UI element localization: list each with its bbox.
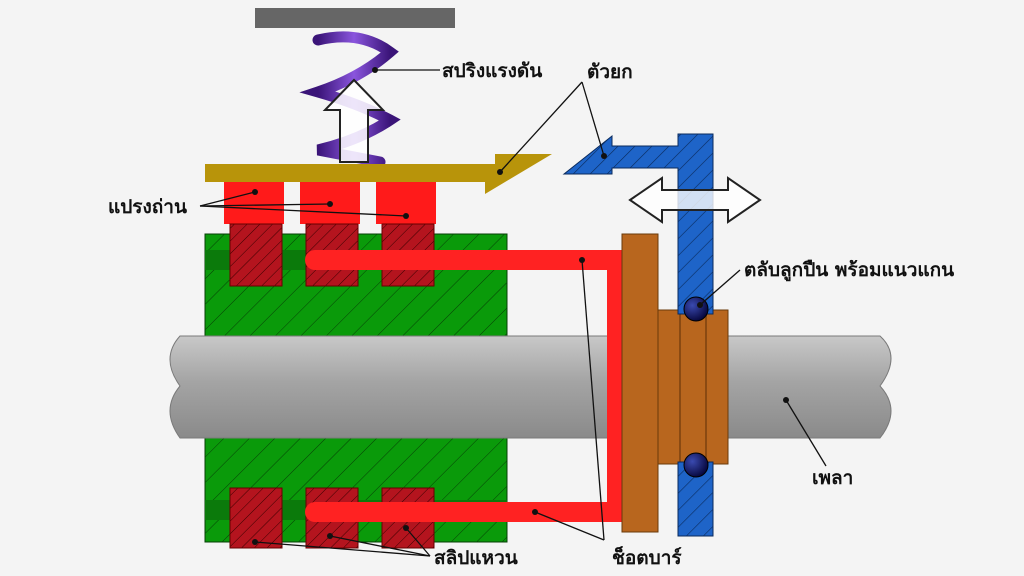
label-lifter: ตัวยก bbox=[587, 61, 633, 83]
carbon-brush-1 bbox=[224, 182, 284, 224]
lifter-fork bbox=[562, 133, 714, 315]
collar-sleeve bbox=[657, 309, 729, 465]
label-bearing: ตลับลูกปืน พร้อมแนวแกน bbox=[744, 259, 954, 282]
shaft bbox=[169, 335, 892, 439]
label-shaft: เพลา bbox=[812, 467, 853, 489]
leader-lines bbox=[199, 69, 827, 557]
brush-lever bbox=[205, 154, 552, 194]
label-spring: สปริงแรงดัน bbox=[442, 60, 542, 82]
slip-ring-top-1 bbox=[229, 223, 283, 287]
axial-movement-arrow-icon bbox=[628, 176, 762, 224]
label-short-bar: ช็อตบาร์ bbox=[612, 545, 682, 569]
short-bar-bottom bbox=[305, 502, 617, 522]
short-bar-top bbox=[305, 250, 617, 270]
spring-mount-plate bbox=[255, 8, 455, 28]
collar-flange bbox=[621, 233, 659, 533]
leader-dots bbox=[252, 67, 789, 545]
lift-arrow-icon bbox=[322, 78, 386, 163]
bearing-ball-bottom bbox=[683, 452, 709, 478]
slip-ring-bottom-1 bbox=[229, 487, 283, 549]
label-slip-rings: สลิปแหวน bbox=[434, 547, 518, 569]
label-brushes: แปรงถ่าน bbox=[108, 196, 187, 218]
